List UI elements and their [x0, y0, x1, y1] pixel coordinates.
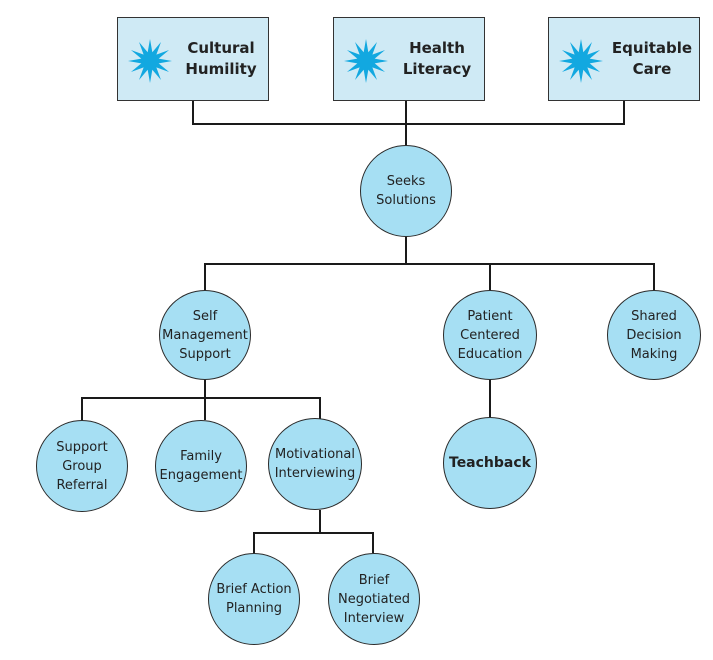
star-burst-icon — [559, 39, 603, 83]
equitable-care-label: Equitable Care — [611, 39, 693, 78]
connector-level2-bus — [204, 263, 655, 290]
support-group-referral-node: Support Group Referral — [36, 420, 128, 512]
self-management-support-node: Self Management Support — [159, 290, 251, 380]
health-literacy-box: Health Literacy — [333, 17, 485, 101]
brief-action-planning-node: Brief Action Planning — [208, 553, 300, 645]
seeks-solutions-node: Seeks Solutions — [360, 145, 452, 237]
health-literacy-label: Health Literacy — [402, 39, 472, 78]
teachback-node: Teachback — [443, 417, 537, 509]
star-burst-icon — [128, 39, 172, 83]
equitable-care-box: Equitable Care — [548, 17, 700, 101]
brief-negotiated-interview-node: Brief Negotiated Interview — [328, 553, 420, 645]
connector-level4-bus — [253, 532, 374, 553]
connector-top-bus — [192, 101, 625, 125]
motivational-interviewing-node: Motivational Interviewing — [268, 418, 362, 510]
connector-level3-bus — [81, 397, 321, 420]
family-engagement-node: Family Engagement — [155, 420, 247, 512]
cultural-humility-box: Cultural Humility — [117, 17, 269, 101]
patient-centered-education-node: Patient Centered Education — [443, 290, 537, 380]
cultural-humility-label: Cultural Humility — [185, 39, 257, 78]
star-burst-icon — [344, 39, 388, 83]
shared-decision-making-node: Shared Decision Making — [607, 290, 701, 380]
